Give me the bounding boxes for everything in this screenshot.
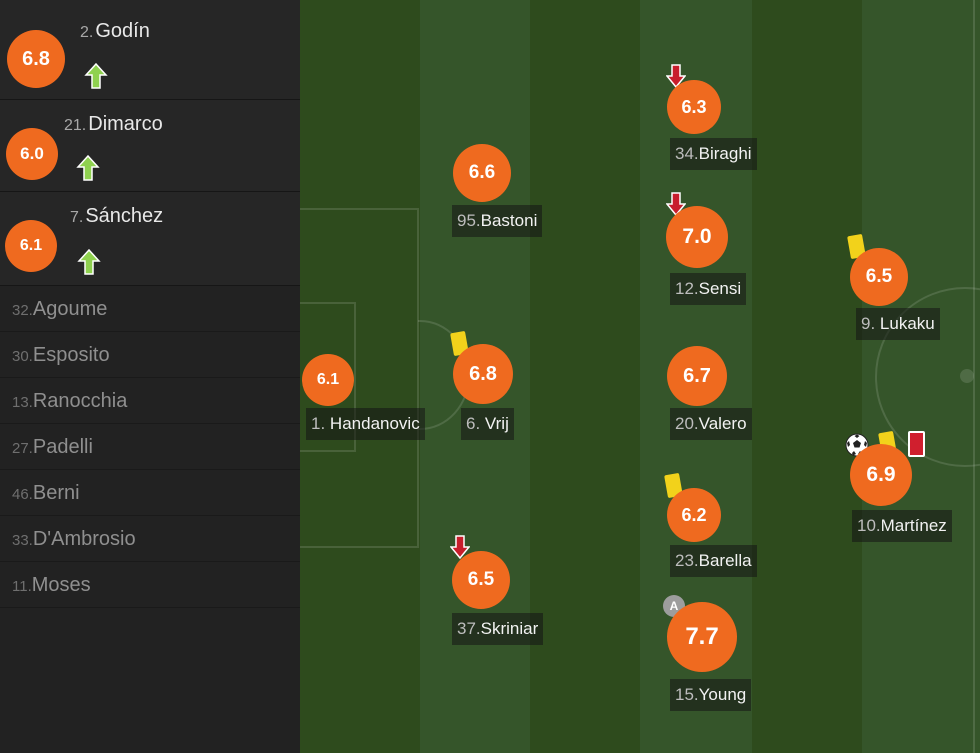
arrow-up-icon xyxy=(84,63,108,89)
player-name: 23.Barella xyxy=(670,545,757,577)
substitutes-sidebar: 6.8 2.Godín 6.0 21.Dimarco 6.1 7.Sánchez… xyxy=(0,0,300,753)
player-name: 15.Young xyxy=(670,679,752,711)
pitch: 6.1 1. Handanovic 6.6 95.Bastoni 6.8 6. … xyxy=(300,0,980,753)
player-name: 95.Bastoni xyxy=(452,205,543,237)
substitute-row[interactable]: 6.8 2.Godín xyxy=(0,0,300,100)
player-rating: 6.7 xyxy=(667,346,727,406)
player-name: 1. Handanovic xyxy=(306,408,425,440)
player-name: 9. Lukaku xyxy=(856,308,940,340)
red-card-icon xyxy=(908,431,925,457)
player-rating: 7.0 xyxy=(666,206,728,268)
bench-row[interactable]: 13.Ranocchia xyxy=(0,378,300,424)
player-rating: 6.9 xyxy=(850,444,912,506)
player-name: 34.Biraghi xyxy=(670,138,757,170)
player-name: 12.Sensi xyxy=(670,273,747,305)
player-rating: 7.7 xyxy=(667,602,737,672)
arrow-down-icon xyxy=(666,64,686,88)
player-name: 37.Skriniar xyxy=(452,613,544,645)
player-name: 21.Dimarco xyxy=(64,113,163,135)
goal-area xyxy=(300,302,356,452)
substitute-row[interactable]: 6.1 7.Sánchez xyxy=(0,192,300,286)
arrow-up-icon xyxy=(77,249,101,275)
player-rating: 6.3 xyxy=(667,80,721,134)
player-rating: 6.0 xyxy=(6,128,58,180)
player-rating: 6.5 xyxy=(850,248,908,306)
player-name: 2.Godín xyxy=(80,20,150,42)
bench-row[interactable]: 11.Moses xyxy=(0,562,300,608)
arrow-down-icon xyxy=(450,535,470,559)
bench-row[interactable]: 30.Esposito xyxy=(0,332,300,378)
player-name: 20.Valero xyxy=(670,408,752,440)
bench-row[interactable]: 27.Padelli xyxy=(0,424,300,470)
player-rating: 6.8 xyxy=(453,344,513,404)
player-rating: 6.8 xyxy=(7,30,65,88)
player-name: 10.Martínez xyxy=(852,510,952,542)
bench-row[interactable]: 46.Berni xyxy=(0,470,300,516)
center-spot xyxy=(960,369,974,383)
player-rating: 6.6 xyxy=(453,144,511,202)
substitute-row[interactable]: 6.0 21.Dimarco xyxy=(0,100,300,192)
player-name: 7.Sánchez xyxy=(70,205,164,227)
bench-row[interactable]: 33.D'Ambrosio xyxy=(0,516,300,562)
arrow-up-icon xyxy=(76,155,100,181)
player-rating: 6.1 xyxy=(5,220,57,272)
player-rating: 6.5 xyxy=(452,551,510,609)
bench-row[interactable]: 32.Agoume xyxy=(0,286,300,332)
halfway-line xyxy=(973,0,975,753)
player-name: 6. Vrij xyxy=(461,408,514,440)
player-rating: 6.1 xyxy=(302,354,354,406)
player-rating: 6.2 xyxy=(667,488,721,542)
